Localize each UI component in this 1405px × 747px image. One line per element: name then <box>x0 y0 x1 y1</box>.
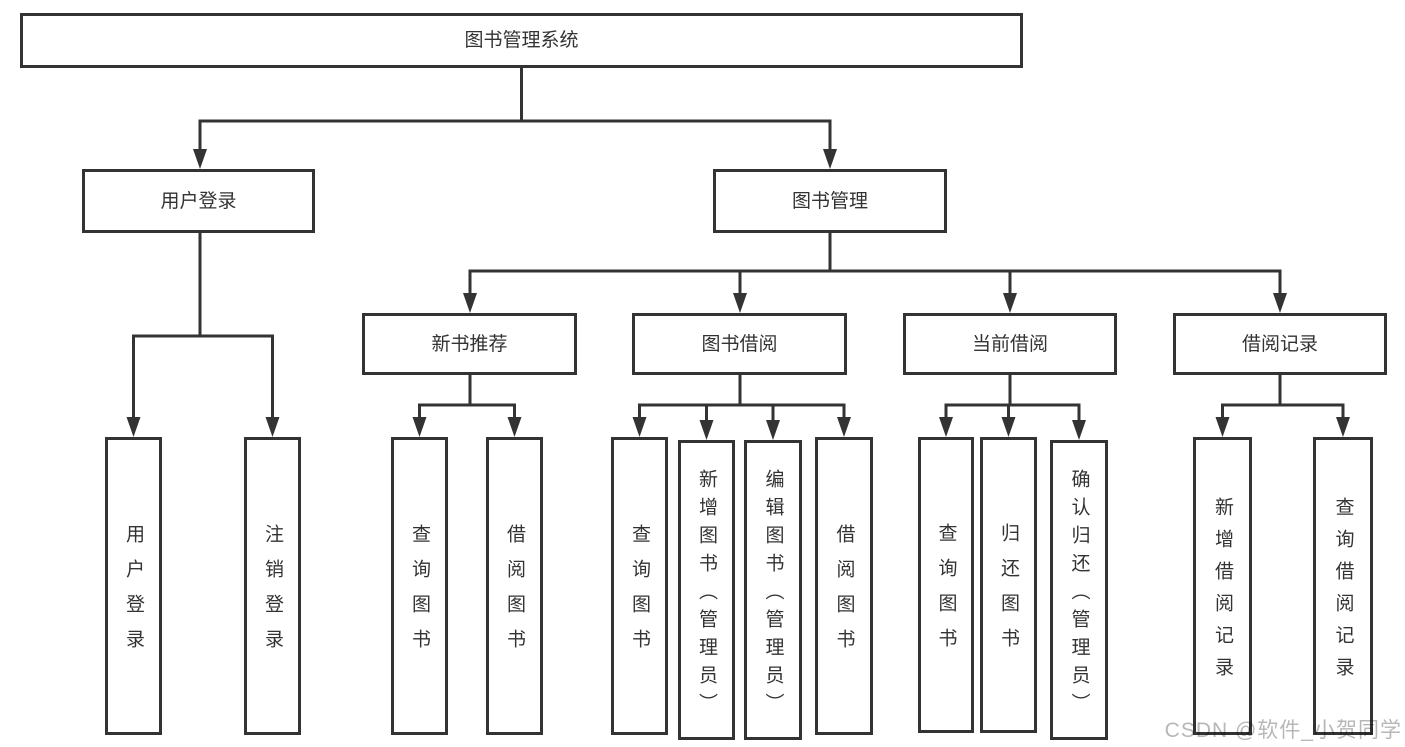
leaf-query-books-current-label: 查询图书 <box>935 523 957 663</box>
leaf-borrow-books-label: 借阅图书 <box>833 524 855 664</box>
leaf-return-books-label: 归还图书 <box>998 523 1019 663</box>
watermark: CSDN @软件_小贺同学 <box>1164 719 1402 742</box>
leaf-query-books-current: 查询图书 <box>918 437 974 733</box>
leaf-borrow-books: 借阅图书 <box>815 437 873 735</box>
leaf-add-borrow-record-label: 新增借阅记录 <box>1212 496 1233 689</box>
leaf-query-books-borrow-label: 查询图书 <box>629 524 650 664</box>
leaf-user-login-label: 用户登录 <box>123 524 144 664</box>
node-library-system: 图书管理系统 <box>20 13 1023 68</box>
node-book-management-label: 图书管理 <box>791 190 868 212</box>
leaf-logout: 注销登录 <box>244 437 301 735</box>
node-library-system-label: 图书管理系统 <box>464 30 579 51</box>
node-borrow-records: 借阅记录 <box>1173 313 1387 375</box>
leaf-add-books-admin: 新增图书（管理员） <box>678 440 735 740</box>
leaf-add-books-admin-label: 新增图书（管理员） <box>696 468 717 721</box>
leaf-query-books-recommend: 查询图书 <box>391 437 448 735</box>
node-current-borrow-label: 当前借阅 <box>971 333 1048 355</box>
leaf-user-login: 用户登录 <box>105 437 162 735</box>
leaf-logout-label: 注销登录 <box>262 524 283 664</box>
leaf-edit-books-admin-label: 编辑图书（管理员） <box>762 468 784 721</box>
leaf-query-books-borrow: 查询图书 <box>611 437 668 735</box>
node-new-book-recommend-label: 新书推荐 <box>431 333 508 355</box>
node-book-management: 图书管理 <box>713 169 947 233</box>
arrowheads <box>126 149 1350 440</box>
leaf-query-books-recommend-label: 查询图书 <box>409 524 430 664</box>
leaf-query-borrow-record: 查询借阅记录 <box>1313 437 1373 735</box>
node-current-borrow: 当前借阅 <box>903 313 1117 375</box>
leaf-borrow-books-recommend-label: 借阅图书 <box>504 524 525 664</box>
node-borrow-records-label: 借阅记录 <box>1241 333 1318 355</box>
node-user-login: 用户登录 <box>82 169 315 233</box>
node-book-borrow-label: 图书借阅 <box>701 333 778 355</box>
node-new-book-recommend: 新书推荐 <box>362 313 577 375</box>
leaf-confirm-return-admin-label: 确认归还（管理员） <box>1068 468 1090 721</box>
connector-paths <box>132 68 1345 424</box>
leaf-borrow-books-recommend: 借阅图书 <box>486 437 543 735</box>
leaf-query-borrow-record-label: 查询借阅记录 <box>1332 496 1354 689</box>
leaf-add-borrow-record: 新增借阅记录 <box>1193 437 1252 735</box>
leaf-confirm-return-admin: 确认归还（管理员） <box>1050 440 1108 740</box>
leaf-return-books: 归还图书 <box>980 437 1037 733</box>
node-user-login-label: 用户登录 <box>160 190 237 212</box>
node-book-borrow: 图书借阅 <box>632 313 847 375</box>
leaf-edit-books-admin: 编辑图书（管理员） <box>744 440 802 740</box>
